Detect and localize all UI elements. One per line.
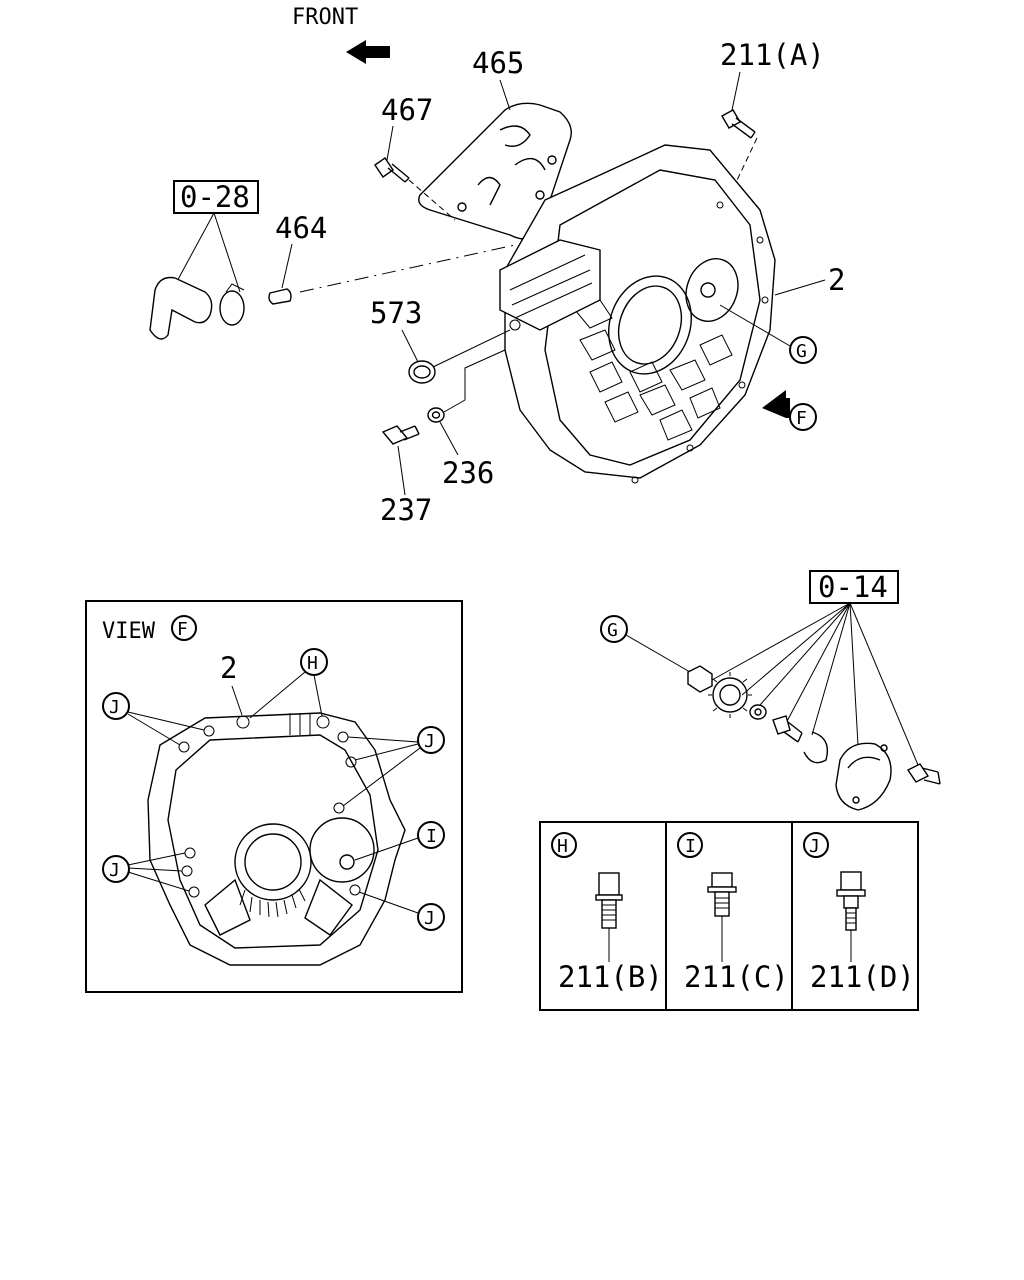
callout-465: 465 (472, 46, 524, 80)
view-f-marker-h-label: H (307, 653, 318, 674)
view-f-marker-j-lower-right-label: J (424, 908, 435, 929)
callout-236: 236 (442, 456, 494, 490)
view-f-marker-j-upper-left-label: J (109, 697, 120, 718)
part-465-plate (418, 102, 572, 240)
bolt-cell-h-label: 211(B) (558, 960, 663, 994)
part-236-washer (427, 407, 445, 423)
front-label: FRONT (292, 5, 358, 30)
view-f-title: VIEW (102, 619, 156, 644)
hose-and-clamp (149, 276, 245, 340)
callout-464: 464 (275, 211, 327, 245)
bolt-cell-i-marker-circle (677, 832, 703, 858)
part-467-bolt (374, 157, 410, 183)
view-f-marker-j-left-circle (102, 855, 130, 883)
view-f-marker-j-left-label: J (109, 860, 120, 881)
bolt-cell-j: J 211(D) (803, 832, 915, 994)
view-f-marker-i-label: I (426, 826, 437, 847)
callout-573: 573 (370, 296, 422, 330)
bolt-cell-h-marker: H (557, 836, 568, 857)
view-f-part-2: 2 (220, 651, 237, 685)
part-211a-bolt (721, 109, 756, 139)
bolt-cell-h-marker-circle (551, 832, 577, 858)
bolt-cell-j-marker: J (809, 836, 820, 857)
marker-g-label: G (796, 341, 807, 362)
view-f-panel (85, 600, 463, 993)
part-237-plug (381, 425, 420, 445)
bolt-cell-i-label: 211(C) (684, 960, 789, 994)
callout-028: 0-28 (180, 180, 250, 214)
part-2-flywheel-housing (499, 144, 776, 484)
front-arrow-icon (346, 40, 390, 64)
bolt-cell-i: I 211(C) (677, 832, 789, 994)
bolt-cell-j-label: 211(D) (810, 960, 915, 994)
view-f-marker-label: F (177, 619, 188, 640)
view-f-marker-circle (171, 615, 197, 641)
callout-467: 467 (381, 93, 433, 127)
bolt-d-icon (836, 871, 866, 931)
callout-2: 2 (828, 263, 845, 297)
bolt-cell-h: H 211(B) (551, 832, 663, 994)
view-f-housing-outline (147, 712, 406, 966)
marker-g-gear-label: G (607, 620, 618, 641)
ref-box-028 (173, 180, 259, 214)
gear-assembly-parts (687, 665, 941, 811)
view-f-marker-i-circle (417, 821, 445, 849)
view-f-marker-j-right-circle (417, 726, 445, 754)
view-f-marker-j-lower-right-circle (417, 903, 445, 931)
view-f-marker-j-upper-left-circle (102, 692, 130, 720)
callout-211a: 211(A) (720, 38, 825, 72)
marker-g-circle (789, 336, 817, 364)
callout-014: 0-14 (818, 570, 888, 604)
bolt-b-icon (595, 872, 623, 929)
bolt-table (539, 821, 919, 1011)
bolt-cell-j-marker-circle (803, 832, 829, 858)
callout-237: 237 (380, 493, 432, 527)
part-573-seal (408, 360, 436, 384)
view-f-arrow-icon (762, 390, 790, 418)
marker-f-circle (789, 403, 817, 431)
bolt-c-icon (707, 872, 737, 917)
ref-box-014 (809, 570, 899, 604)
part-464-pin (268, 288, 292, 305)
marker-f-label: F (796, 408, 807, 429)
marker-g-gear-circle (600, 615, 628, 643)
bolt-cell-i-marker: I (685, 836, 696, 857)
view-f-marker-j-right-label: J (424, 731, 435, 752)
